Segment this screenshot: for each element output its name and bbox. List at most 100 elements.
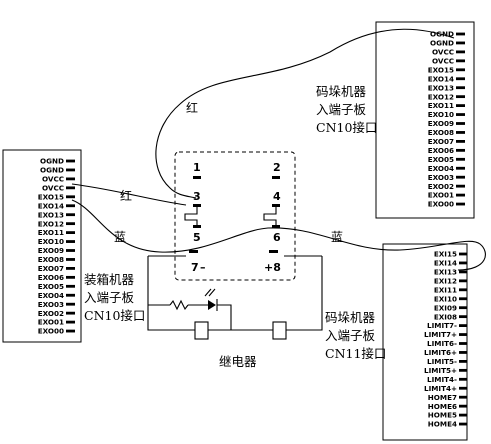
top-right-board-pin-stub bbox=[456, 41, 465, 45]
bottom-right-board-pin-stub bbox=[459, 279, 467, 283]
bottom-right-board-pin-stub bbox=[459, 252, 467, 256]
left-board-pin-label: EXO11 bbox=[38, 228, 64, 237]
wire-blue-to-bottom-board bbox=[71, 199, 486, 271]
coil-circuit bbox=[147, 255, 323, 340]
top-right-board-pin-label: EXO06 bbox=[428, 146, 454, 155]
bottom-right-board-label-line-3: CN11接口 bbox=[325, 346, 386, 361]
bottom-right-board-pin-stub bbox=[459, 377, 467, 381]
bottom-right-board-pin-stub bbox=[459, 324, 467, 327]
left-board-pin-stub bbox=[66, 329, 75, 333]
wires bbox=[71, 28, 486, 271]
coil-wire-left bbox=[147, 256, 195, 331]
bottom-right-board-pin-stub bbox=[459, 342, 467, 345]
top-right-board-pin-label: EXO04 bbox=[428, 164, 454, 173]
left-board-pin-label: EXO00 bbox=[38, 327, 64, 336]
bottom-right-board-pin-label: EXI13 bbox=[434, 268, 457, 277]
relay-contact-right bbox=[263, 207, 277, 225]
relay-terminal-5: 5 bbox=[193, 231, 201, 244]
left-board-pin-label: EXO01 bbox=[38, 318, 64, 327]
top-right-board-pin-stub bbox=[456, 140, 465, 143]
left-board-pin-label: EXO07 bbox=[38, 264, 64, 273]
coil-left-block bbox=[194, 321, 209, 340]
left-board-pin-label: EXO05 bbox=[38, 282, 64, 291]
bottom-right-board-pin-label: LIMIT7+ bbox=[424, 330, 457, 339]
bottom-right-board-pin-label: LIMIT5+ bbox=[424, 366, 457, 375]
bottom-right-terminal-board: EXI15EXI14EXI13EXI12EXI11EXI10EXI09EXI08… bbox=[382, 243, 468, 441]
top-right-board-pin-stub bbox=[456, 148, 465, 152]
top-right-board-pin-label: EXO03 bbox=[428, 173, 454, 182]
top-right-board-pin-label: EXO05 bbox=[428, 155, 454, 164]
relay-outline bbox=[174, 151, 296, 281]
led-light-arrows bbox=[204, 288, 216, 297]
left-board-pin-stub bbox=[66, 267, 75, 270]
wire-label-red-top: 红 bbox=[186, 100, 198, 115]
left-board-pin-stub bbox=[66, 275, 75, 279]
bottom-right-board-pin-label: HOME5 bbox=[428, 411, 457, 420]
left-board-pin-stub bbox=[66, 258, 75, 261]
top-right-board-pin-stub bbox=[456, 202, 465, 206]
left-board-pin-label: EXO10 bbox=[38, 237, 64, 246]
relay-contact-left bbox=[184, 207, 198, 225]
left-board-pin-label: OVCC bbox=[42, 175, 64, 184]
bottom-right-board-pin-label: LIMIT4- bbox=[427, 375, 457, 384]
bottom-right-board-pin-label: EXI11 bbox=[434, 285, 457, 294]
top-right-board-pins: OGNDOGNDOVCCOVCCEXO15EXO14EXO13EXO12EXO1… bbox=[428, 30, 465, 209]
left-terminal-board: OGNDOGNDOVCCOVCCEXO15EXO14EXO13EXO12EXO1… bbox=[2, 149, 82, 343]
bottom-right-board-outline bbox=[382, 243, 468, 441]
bottom-right-board-pin-label: EXI14 bbox=[434, 259, 457, 268]
top-right-board-pin-stub bbox=[456, 68, 465, 72]
bottom-right-board-pin-stub bbox=[459, 386, 467, 390]
top-right-board-pin-stub bbox=[456, 122, 465, 125]
left-board-label-line-1: 装箱机器 bbox=[84, 272, 135, 287]
left-board-pin-stub bbox=[66, 213, 75, 217]
bottom-right-board-pin-label: LIMIT6+ bbox=[424, 348, 457, 357]
coil-wire-right bbox=[286, 256, 323, 331]
bottom-right-board-label-line-2: 入端子板 bbox=[325, 328, 376, 343]
left-board-pin-stub bbox=[66, 159, 75, 163]
relay: 1 2 3 4 5 6 7 – +8 bbox=[174, 151, 296, 281]
top-right-board-pin-stub bbox=[456, 184, 465, 188]
bottom-right-board-pin-label: EXI15 bbox=[434, 250, 457, 259]
left-board-pin-label: OVCC bbox=[42, 183, 64, 192]
relay-terminal-7: 7 bbox=[191, 261, 199, 274]
bottom-right-board-pin-stub bbox=[459, 288, 467, 292]
bottom-right-board-label-line-1: 码垛机器 bbox=[325, 310, 376, 325]
top-right-board-pin-label: OGND bbox=[430, 39, 454, 48]
left-board-pin-label: EXO08 bbox=[38, 255, 64, 264]
left-board-pin-label: EXO02 bbox=[38, 309, 64, 318]
bottom-right-board-pin-stub bbox=[459, 261, 467, 265]
top-right-board-pin-stub bbox=[456, 113, 465, 116]
bottom-right-board-pin-label: HOME6 bbox=[428, 402, 457, 411]
bottom-right-board-label: 码垛机器 入端子板 CN11接口 bbox=[325, 310, 386, 361]
top-right-board-pin-label: OVCC bbox=[432, 56, 454, 65]
top-right-board-label-line-3: CN10接口 bbox=[316, 120, 377, 135]
left-board-pin-stub bbox=[66, 222, 75, 226]
top-right-board-pin-stub bbox=[456, 77, 465, 81]
bottom-right-board-pins: EXI15EXI14EXI13EXI12EXI11EXI10EXI09EXI08… bbox=[424, 250, 467, 429]
top-right-board-pin-stub bbox=[456, 193, 465, 197]
top-right-board-pin-stub bbox=[456, 131, 465, 134]
top-right-board-label-line-2: 入端子板 bbox=[316, 102, 367, 117]
bottom-right-board-pin-label: EXI12 bbox=[434, 276, 457, 285]
relay-terminal-1: 1 bbox=[193, 161, 201, 174]
left-board-pin-stub bbox=[66, 195, 75, 199]
top-right-board-pin-stub bbox=[456, 157, 465, 161]
top-right-board-label: 码垛机器 入端子板 CN10接口 bbox=[316, 84, 377, 135]
relay-terminal-4: 4 bbox=[273, 190, 281, 203]
left-board-pin-stub bbox=[66, 249, 75, 252]
wire-label-blue-right: 蓝 bbox=[331, 230, 343, 244]
left-board-pin-stub bbox=[66, 302, 75, 306]
left-board-label-line-3: CN10接口 bbox=[84, 308, 145, 323]
top-right-board-pin-label: EXO07 bbox=[428, 137, 454, 146]
top-right-board-pin-label: OVCC bbox=[432, 48, 454, 57]
bottom-right-board-pin-stub bbox=[459, 360, 467, 363]
bottom-right-board-pin-stub bbox=[459, 306, 467, 310]
bottom-right-board-pin-stub bbox=[459, 395, 467, 399]
bottom-right-board-pin-stub bbox=[459, 368, 467, 372]
top-right-board-pin-label: EXO10 bbox=[428, 110, 454, 119]
left-board-pin-stub bbox=[66, 311, 75, 315]
coil-right-block bbox=[272, 321, 287, 340]
top-right-board-pin-stub bbox=[456, 59, 465, 63]
relay-terminal-pads bbox=[189, 176, 280, 253]
